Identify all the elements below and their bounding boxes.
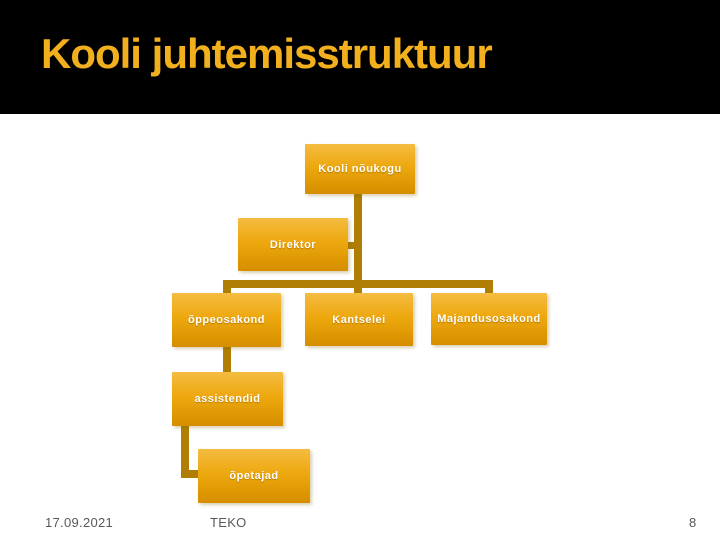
org-box-oppeosakond-label: õppeosakond: [187, 314, 265, 326]
org-box-opetajad-label: õpetajad: [229, 470, 279, 482]
connector-noukogu-to-bus: [354, 194, 362, 293]
org-box-majandusosakond-label: Majandusosakond: [437, 313, 541, 325]
org-box-opetajad: õpetajad: [198, 449, 310, 503]
connector-assistendid-down: [181, 426, 189, 478]
slide-title: Kooli juhtemisstruktuur: [41, 30, 493, 77]
footer-date: 17.09.2021: [45, 515, 114, 530]
footer-organization: TEKO: [210, 515, 247, 530]
org-box-kooli-noukogu: Kooli nõukogu: [305, 144, 415, 194]
connector-assistendid-elbow: [181, 470, 199, 478]
footer-page-number: 8: [689, 515, 697, 530]
org-box-direktor: Direktor: [238, 218, 348, 271]
connector-right-drop: [485, 280, 493, 293]
org-box-kantselei: Kantselei: [305, 293, 413, 346]
org-box-kantselei-label: Kantselei: [332, 313, 386, 326]
connector-horizontal-bus: [223, 280, 493, 288]
connector-direktor-stub: [346, 242, 358, 249]
org-box-assistendid: assistendid: [172, 372, 283, 426]
org-box-assistendid-label: assistendid: [194, 393, 261, 405]
org-box-direktor-label: Direktor: [269, 238, 317, 251]
org-box-oppeosakond: õppeosakond: [172, 293, 281, 347]
title-band: Kooli juhtemisstruktuur: [0, 0, 720, 114]
org-box-majandusosakond: Majandusosakond: [431, 293, 547, 345]
org-box-kooli-noukogu-label: Kooli nõukogu: [318, 163, 402, 175]
